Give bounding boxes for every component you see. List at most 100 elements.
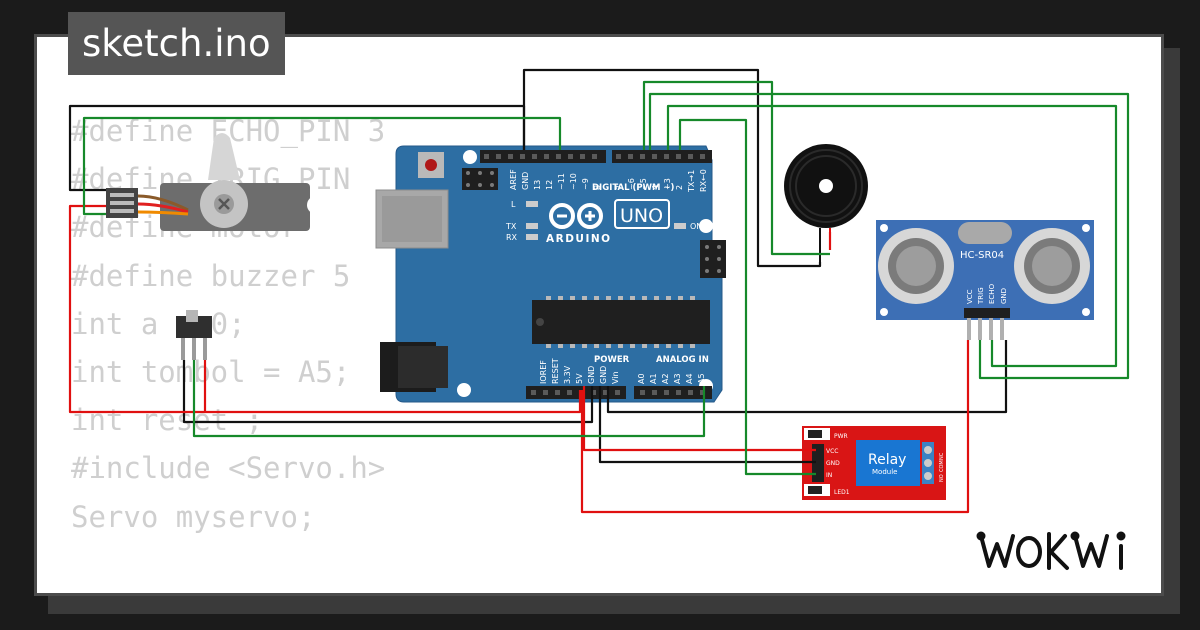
servo-mount-hole (307, 196, 325, 214)
pin-label-2: 2 (675, 185, 684, 190)
wire-sensor-echo[interactable] (666, 104, 1118, 368)
slide-switch[interactable] (176, 310, 212, 360)
wire-buzzer-pin[interactable] (642, 80, 830, 256)
pin-label-reset: RESET (551, 358, 560, 384)
led-tx-label: TX (505, 222, 517, 231)
relay-subtitle: Module (872, 468, 897, 476)
digital-label: DIGITAL (PWM ~) (592, 183, 674, 193)
led1 (808, 486, 822, 494)
ultrasonic-label: HC-SR04 (960, 250, 1004, 261)
digital-header-high (480, 150, 606, 163)
pin-label-gnd2: GND (599, 366, 608, 384)
code-line: #define ECHO_PIN 3 (71, 114, 386, 148)
ultrasonic-pin-vcc: VCC (966, 289, 974, 304)
relay-cube (856, 440, 920, 486)
pin-label-ioref: IOREF (539, 360, 548, 384)
pin-label-8: 8 (593, 185, 602, 190)
wire-switch-signal[interactable] (192, 360, 706, 438)
pin-label-6: ~6 (627, 178, 636, 190)
power-header (526, 386, 626, 399)
relay-pin-gnd: GND (826, 460, 840, 467)
analog-header (634, 386, 712, 399)
pin-label-gnd1: GND (587, 366, 596, 384)
arduino-brand: ARDUINO (546, 233, 612, 245)
file-title-tab[interactable]: sketch.ino (68, 12, 285, 75)
arduino-uno-board[interactable]: AREF GND 13 12 ~11 ~10 ~9 8 7 ~6 ~5 4 ~3… (375, 145, 726, 403)
relay-contact-com: COM (939, 460, 945, 472)
piezo-buzzer[interactable] (784, 144, 868, 264)
wire-buzzer-gnd[interactable] (522, 68, 822, 268)
pin-label-a4: A4 (685, 373, 694, 384)
wokwi-logo-lettering (976, 531, 1126, 570)
servo-cable (137, 194, 189, 216)
microcontroller-chip (532, 300, 710, 344)
pin-label-3: ~3 (663, 178, 672, 190)
mount-hole (457, 383, 471, 397)
uno-badge (614, 199, 670, 229)
pwr-led (808, 430, 822, 438)
relay-pin-in: IN (826, 472, 832, 479)
usb-port-inner (382, 196, 442, 242)
relay-title: Relay (868, 452, 906, 468)
servo-motor[interactable] (160, 133, 325, 231)
code-line: Servo myservo; (71, 499, 316, 534)
led-on-label: ON (690, 222, 702, 231)
servo-screw-icon (218, 198, 230, 210)
crystal-oscillator (958, 222, 1012, 244)
reset-button-cap[interactable] (425, 159, 437, 171)
arduino-infinity-icon (549, 203, 603, 229)
pin-label-4: 4 (651, 185, 660, 190)
wire-relay-gnd[interactable] (598, 386, 816, 464)
pin-label-12: 12 (545, 180, 554, 190)
buzzer-hole (819, 179, 833, 193)
wire-switch-gnd[interactable] (182, 360, 594, 424)
pin-label-5: ~5 (639, 178, 648, 190)
icsp-header-top (462, 168, 498, 190)
pin-label-a2: A2 (661, 373, 670, 384)
wire-sensor-trig[interactable] (648, 92, 1130, 380)
ultrasonic-pin-echo: ECHO (988, 283, 996, 304)
pin-label-10: ~10 (569, 173, 578, 190)
wire-servo-signal[interactable] (82, 116, 562, 216)
pin-label-rx: RX←0 (699, 169, 708, 192)
relay-pwr-label: PWR (834, 433, 848, 440)
digital-header-low (612, 150, 712, 163)
relay-contact-nc: NC (939, 452, 945, 460)
relay-contact-no: NO (939, 474, 945, 482)
ultrasonic-sensor[interactable]: HC-SR04 VCC TRIG ECHO GND (876, 220, 1094, 340)
ultrasonic-pin-gnd: GND (1000, 288, 1008, 304)
relay-pin-vcc: VCC (826, 448, 838, 455)
wire-sensor-gnd[interactable] (606, 340, 1008, 414)
power-label: POWER (594, 355, 630, 365)
ultrasonic-pin-trig: TRIG (977, 287, 985, 305)
pin-label-11: ~11 (557, 173, 566, 190)
pin-label-3v3: 3.3V (563, 365, 572, 384)
led-rx (526, 234, 538, 240)
pin-label-5v: 5V (575, 373, 584, 384)
led-tx (526, 223, 538, 229)
wire-relay-in[interactable] (678, 118, 816, 476)
relay-header (812, 444, 824, 482)
wire-relay-vcc[interactable] (582, 386, 816, 452)
pin-label-7: 7 (615, 185, 624, 190)
switch-knob[interactable] (186, 310, 198, 322)
pin-label-a3: A3 (673, 373, 682, 384)
led-on (674, 223, 686, 229)
mount-hole (463, 150, 477, 164)
pin-label-a0: A0 (637, 373, 646, 384)
pin-label-gnd: GND (521, 172, 530, 190)
wokwi-logo[interactable] (975, 522, 1155, 582)
wires (68, 68, 1130, 514)
led-rx-label: RX (506, 233, 518, 242)
analog-label: ANALOG IN (656, 355, 709, 365)
wire-servo-vcc[interactable] (68, 204, 582, 414)
pin-label-tx: TX→1 (687, 170, 696, 193)
relay-module[interactable]: PWR LED1 VCC GND IN Relay Module NO COM … (802, 426, 946, 500)
pin-label-9: ~9 (581, 178, 590, 190)
pin-label-vin: Vin (611, 371, 620, 384)
wire-sensor-vcc[interactable] (580, 340, 970, 514)
led-l-label: L (511, 200, 516, 209)
pin-label-aref: AREF (509, 169, 518, 190)
pin-label-13: 13 (533, 180, 542, 190)
